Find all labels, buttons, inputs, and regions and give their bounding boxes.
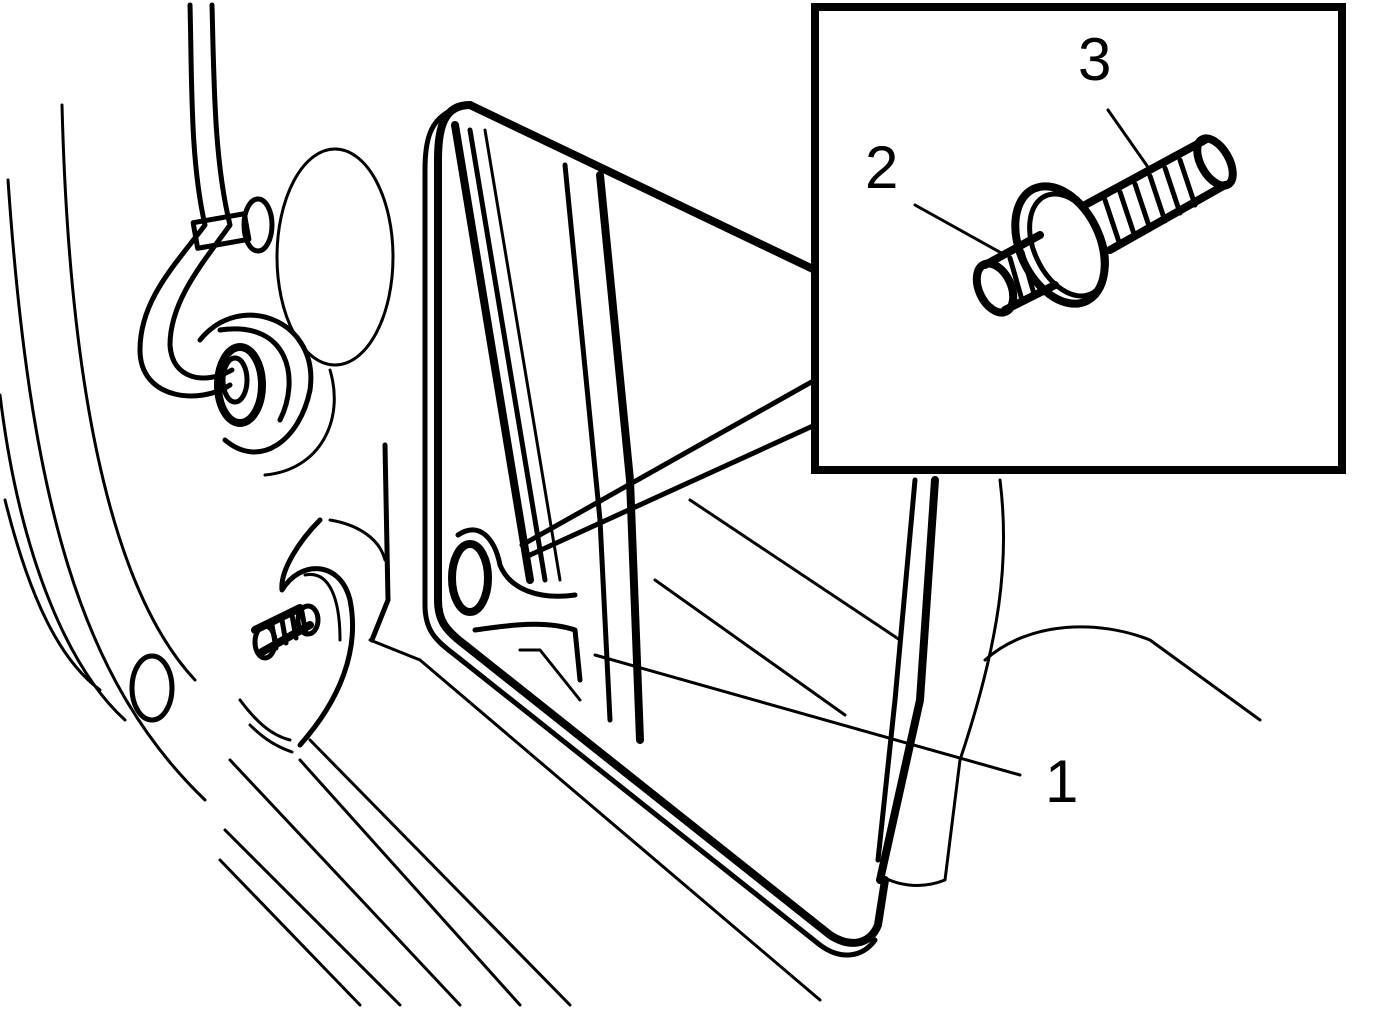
sill-lines [218, 638, 822, 1007]
bolt-with-washer [972, 134, 1237, 317]
door-hinge [448, 527, 583, 702]
detail-inset-frame [811, 3, 1346, 474]
threaded-stud [251, 603, 321, 661]
grommet [197, 312, 336, 477]
body-panel-curves [0, 103, 207, 802]
wire-harness [137, 2, 275, 399]
detail-pointer [519, 377, 818, 558]
access-cover [275, 147, 395, 367]
body-hinge-plate [238, 442, 391, 754]
callout-leaders [593, 108, 1152, 777]
door-frame [422, 101, 1262, 958]
callout-1: 1 [1045, 748, 1078, 815]
mounting-hole [129, 653, 175, 723]
callout-3: 3 [1078, 26, 1111, 93]
callout-2: 2 [865, 134, 898, 201]
